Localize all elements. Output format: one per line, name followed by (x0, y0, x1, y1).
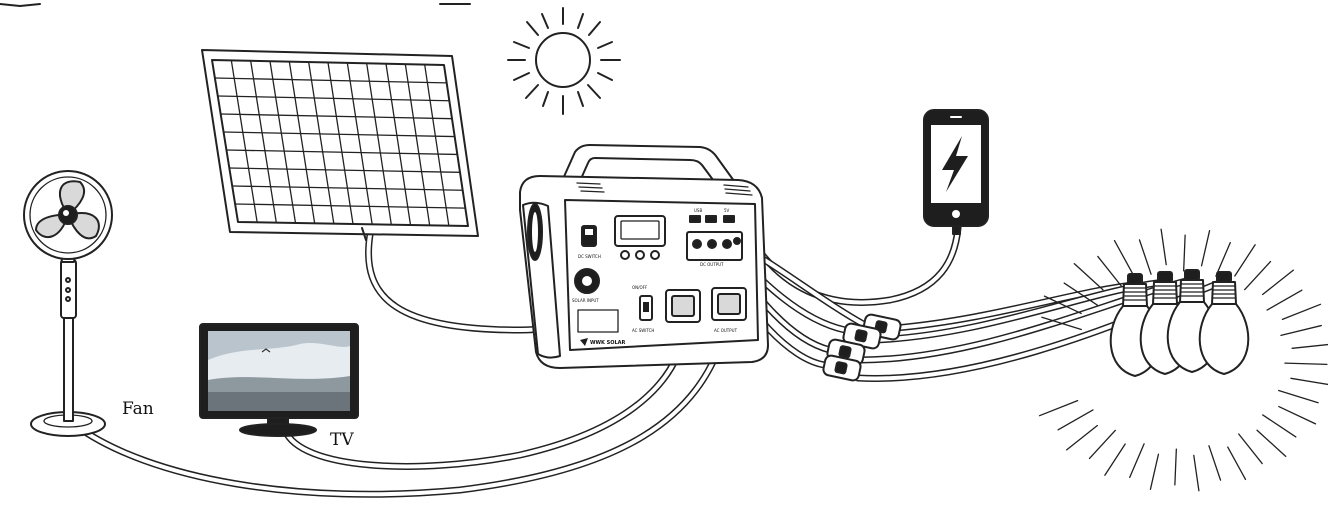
glow-ray (1278, 405, 1317, 425)
ac-outlet-right (711, 287, 747, 321)
glow-ray (1041, 316, 1082, 331)
glow-ray (1262, 414, 1297, 438)
glow-ray (1073, 262, 1104, 291)
glow-ray (1290, 377, 1328, 386)
glow-ray (1215, 241, 1231, 277)
bulb-glow-rays (1038, 228, 1328, 492)
usb-ports: USB 5V (689, 208, 735, 223)
lcd-display (614, 215, 666, 247)
panel-grid-line (214, 77, 448, 84)
power-station: DC SWITCH SOLAR INPUT USB 5V DC OUTPUT (519, 144, 769, 369)
glow-ray (1057, 409, 1094, 431)
svg-text:AC SWITCH: AC SWITCH (632, 328, 654, 333)
glow-ray (1200, 230, 1211, 267)
glow-ray (1097, 255, 1122, 287)
svg-text:USB: USB (694, 208, 702, 213)
smartphone (923, 109, 989, 235)
glow-ray (1174, 448, 1177, 486)
glow-ray (1227, 446, 1247, 481)
panel-grid-line (217, 95, 450, 102)
glow-ray (1160, 228, 1167, 266)
panel-grid-line (230, 59, 258, 223)
panel-grid-line (404, 63, 431, 226)
solar-panel-grid (214, 59, 466, 227)
glow-ray (1149, 453, 1160, 490)
glow-ray (1129, 443, 1145, 479)
glow-ray (1038, 399, 1079, 417)
top-vents (576, 182, 753, 196)
solar-panel (201, 49, 479, 241)
inline-switches (822, 313, 902, 382)
svg-text:DC SWITCH: DC SWITCH (578, 254, 601, 259)
glow-ray (1266, 289, 1303, 311)
glow-ray (1280, 324, 1322, 337)
svg-text:DC OUTPUT: DC OUTPUT (700, 262, 724, 267)
ac-switch (639, 295, 653, 321)
brand-logo: WWK SOLAR (580, 338, 626, 346)
svg-text:5V: 5V (724, 208, 730, 213)
glow-ray (1256, 429, 1287, 458)
ac-outlet-left (665, 289, 701, 323)
panel-grid-line (231, 185, 464, 191)
svg-text:ON/OFF: ON/OFF (632, 285, 648, 290)
panel-grid-line (308, 61, 335, 225)
panel-grid-line (220, 113, 453, 120)
panel-grid-line (327, 61, 354, 225)
light-bulbs (1038, 228, 1328, 492)
glow-ray (1284, 362, 1328, 366)
sun-icon (507, 7, 621, 115)
glow-ray (1291, 343, 1328, 349)
glow-ray (1243, 260, 1272, 291)
fan (23, 170, 113, 437)
glow-ray (1043, 295, 1082, 315)
glow-ray (1183, 234, 1186, 272)
tv (199, 323, 359, 437)
corner-stroke (0, 3, 41, 7)
svg-text:AC OUTPUT: AC OUTPUT (714, 328, 738, 333)
glow-ray (1065, 424, 1099, 451)
glow-ray (1113, 239, 1133, 274)
light-bulb (1198, 271, 1250, 375)
glow-ray (1281, 303, 1322, 321)
glow-ray (1138, 239, 1152, 275)
panel-grid-line (234, 203, 466, 209)
panel-grid-line (366, 62, 392, 226)
glow-ray (1238, 433, 1263, 465)
dc-output-ports: DC OUTPUT (686, 231, 743, 267)
panel-grid-line (346, 62, 373, 225)
glow-ray (1208, 445, 1222, 481)
glow-ray (1234, 244, 1256, 277)
panel-grid-line (269, 60, 297, 224)
glow-ray (1193, 454, 1200, 492)
glow-ray (1278, 389, 1319, 404)
tv-label: TV (330, 430, 354, 450)
glow-ray (1063, 282, 1098, 306)
panel-grid-line (385, 63, 412, 226)
panel-grid-line (288, 61, 316, 224)
panel-grid-line (228, 167, 461, 173)
fan-label: Fan (122, 399, 154, 419)
glow-ray (1104, 443, 1126, 476)
glow-ray (1261, 269, 1295, 296)
panel-grid-line (222, 131, 456, 138)
svg-text:SOLAR INPUT: SOLAR INPUT (572, 298, 599, 303)
lightning-icon (942, 136, 968, 192)
svg-text:WWK SOLAR: WWK SOLAR (590, 340, 626, 346)
panel-grid-line (250, 60, 277, 224)
panel-grid-line (424, 63, 450, 227)
glow-ray (1088, 429, 1117, 460)
panel-grid-line (225, 149, 458, 156)
